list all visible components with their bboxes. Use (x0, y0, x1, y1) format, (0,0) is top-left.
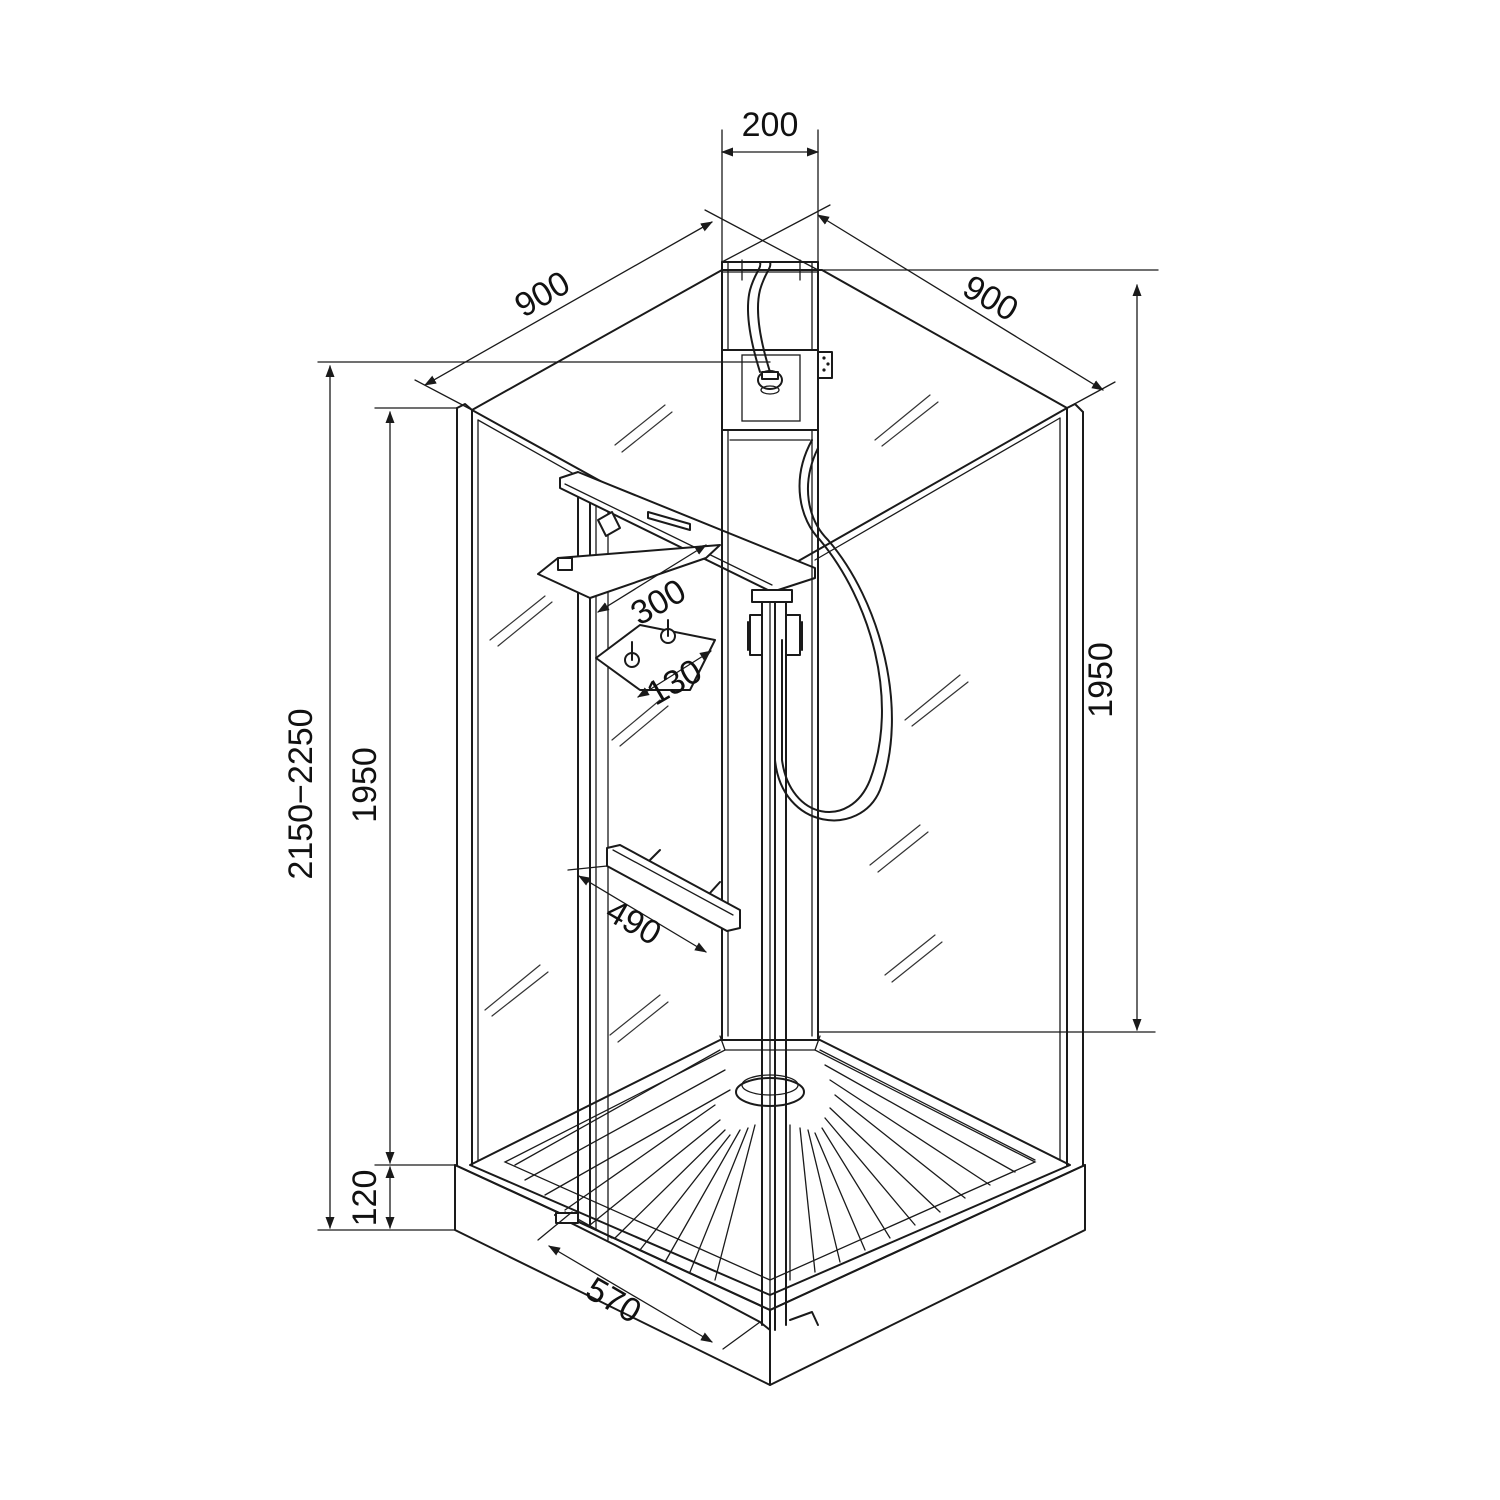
tray-grooves (514, 1049, 1036, 1281)
control-panel-icon (817, 351, 833, 379)
glass-enclosure (456, 269, 1084, 1331)
dimension-lines (317, 129, 1159, 1350)
glass-reflections (484, 394, 969, 1043)
shower-column (721, 259, 893, 1041)
dim-tray-height: 120 (346, 1170, 384, 1227)
dim-right-panel-height: 1950 (1082, 642, 1120, 718)
dim-right-side-width: 900 (956, 268, 1024, 329)
dim-left-panel-height: 1950 (346, 747, 384, 823)
door-handle (747, 589, 803, 656)
dimension-labels: 200 900 900 1950 2150−2250 1950 120 300 … (282, 106, 1120, 1331)
dim-column-width: 200 (742, 106, 799, 144)
dim-left-side-width: 900 (508, 264, 576, 325)
dim-lower-shelf-length: 490 (599, 892, 667, 953)
shower-hose-icon (774, 439, 893, 822)
dim-total-height: 2150−2250 (282, 708, 320, 879)
